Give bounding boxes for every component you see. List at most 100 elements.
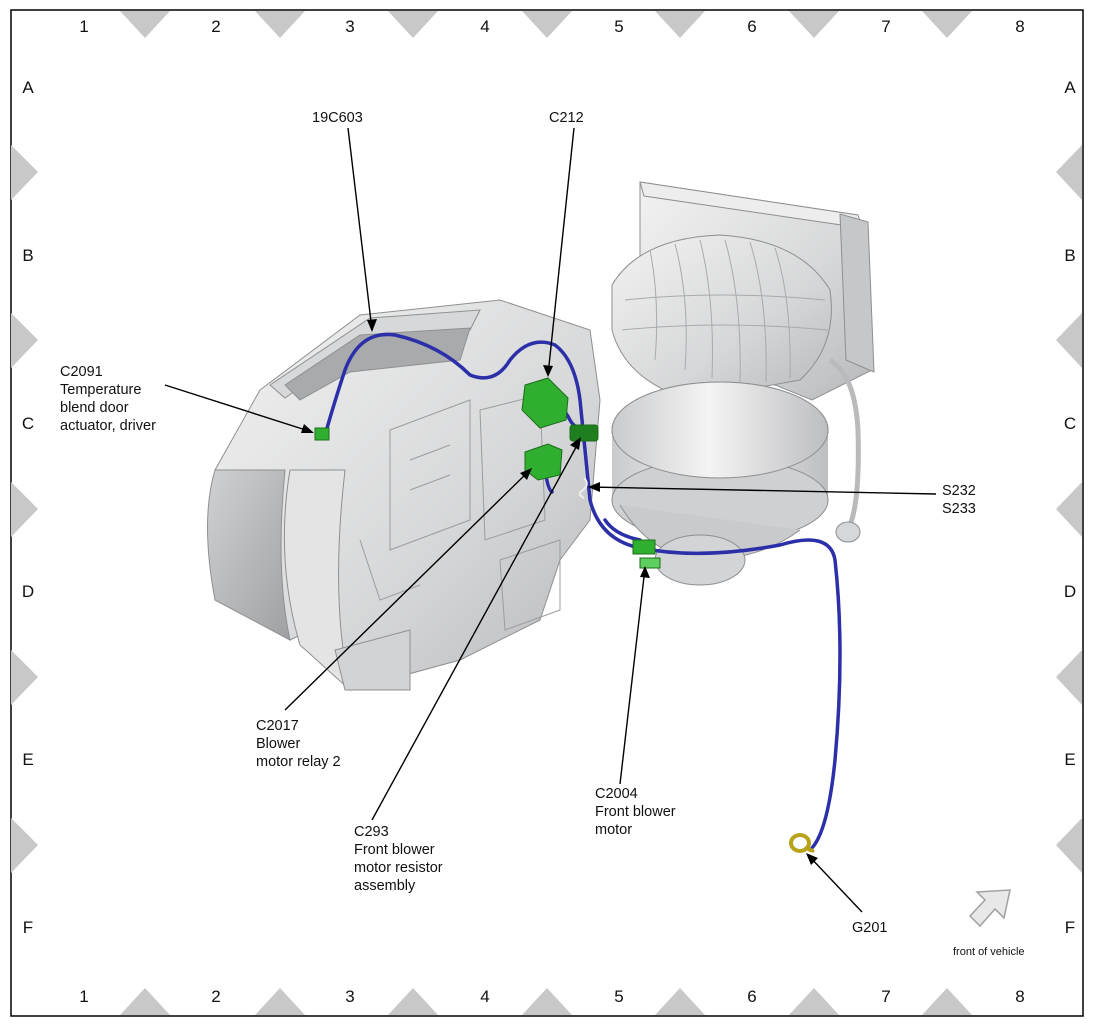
grid-columns-bottom: 1 2 3 4 5 6 7 8: [79, 987, 1024, 1006]
leader-arrowhead: [543, 365, 553, 377]
leader-arrowhead: [588, 482, 600, 492]
grid-row-label: B: [22, 246, 33, 265]
frame-mark-top: [388, 11, 438, 38]
label-c293-desc: assembly: [354, 878, 416, 894]
label-c2004-desc: motor: [595, 822, 632, 838]
harness-branch: [603, 518, 642, 542]
leader-arrowhead: [640, 566, 650, 578]
frame-mark-top: [922, 11, 972, 38]
grid-column-label: 8: [1015, 987, 1024, 1006]
ground-g201: [789, 833, 815, 853]
grid-column-label: 1: [79, 17, 88, 36]
grid-column-label: 7: [881, 17, 890, 36]
connectors: [314, 377, 661, 569]
grid-column-label: 3: [345, 987, 354, 1006]
connector-c2091: [314, 427, 330, 441]
label-c293-desc: Front blower: [354, 842, 435, 858]
leader-c293: [371, 439, 581, 821]
frame-mark-right: [1056, 145, 1082, 200]
blower-motor: [654, 534, 746, 586]
harness-19c603: [323, 332, 642, 550]
frame-mark-right: [1056, 650, 1082, 705]
frame-mark-top: [255, 11, 305, 38]
grid-column-label: 6: [747, 17, 756, 36]
frame-mark-top: [655, 11, 705, 38]
leader-arrowhead: [520, 468, 532, 480]
leader-arrowhead: [367, 319, 377, 332]
leader-g201: [807, 854, 863, 913]
label-c293-id: C293: [354, 824, 389, 840]
front-arrow-icon: [968, 889, 1011, 928]
leader-c2004: [619, 567, 646, 785]
grid-rows-right: A B C D E F: [1064, 78, 1076, 937]
leader-arrowhead: [570, 437, 581, 450]
label-c2017-desc: motor relay 2: [256, 754, 341, 770]
frame-mark-left: [11, 145, 38, 200]
leader-19c603: [347, 127, 373, 331]
frame-mark-bottom: [388, 988, 438, 1015]
grid-column-label: 5: [614, 17, 623, 36]
splice-s232-s233: [578, 477, 588, 499]
label-c2091-id: C2091: [60, 364, 103, 380]
hvac-assembly-illustration: [207, 181, 875, 692]
frame-mark-right: [1056, 818, 1082, 873]
grid-row-label: C: [1064, 414, 1076, 433]
leader-arrowhead: [806, 853, 818, 865]
grid-row-label: F: [23, 918, 33, 937]
label-c2091-desc: blend door: [60, 400, 129, 416]
label-c212: C212: [549, 110, 584, 126]
label-c2091-desc: Temperature: [60, 382, 141, 398]
grid-row-label: A: [22, 78, 34, 97]
connector-c212: [521, 377, 569, 429]
label-c2091-desc: actuator, driver: [60, 418, 156, 434]
frame-mark-top: [120, 11, 170, 38]
frame-mark-top: [789, 11, 839, 38]
frame-mark-left: [11, 482, 38, 537]
leader-arrowhead: [301, 424, 314, 433]
frame-mark-bottom: [120, 988, 170, 1015]
connector-c2004: [632, 539, 656, 555]
callout-labels: 19C603 C212 C2091 Temperature blend door…: [60, 110, 976, 936]
frame-marks: [11, 11, 1082, 1015]
label-19c603: 19C603: [312, 110, 363, 126]
frame-mark-left: [11, 818, 38, 873]
frame-mark-left: [11, 650, 38, 705]
label-c2017-desc: Blower: [256, 736, 300, 752]
frame-mark-bottom: [655, 988, 705, 1015]
frame-mark-bottom: [922, 988, 972, 1015]
label-c2017-id: C2017: [256, 718, 299, 734]
frame-mark-right: [1056, 313, 1082, 368]
leader-c2017: [284, 469, 531, 711]
leader-s232: [589, 486, 937, 495]
harness-to-ground: [638, 538, 842, 850]
grid-column-label: 1: [79, 987, 88, 1006]
label-g201: G201: [852, 920, 887, 936]
left-duct: [207, 469, 291, 641]
label-c2004-id: C2004: [595, 786, 638, 802]
grid-column-label: 4: [480, 987, 489, 1006]
frame-mark-bottom: [255, 988, 305, 1015]
frame-mark-top: [522, 11, 572, 38]
connector-c293: [569, 424, 599, 442]
grid-columns-top: 1 2 3 4 5 6 7 8: [79, 17, 1024, 36]
grid-row-label: F: [1065, 918, 1075, 937]
grid-column-label: 2: [211, 987, 220, 1006]
leader-c212: [547, 127, 575, 376]
leader-lines: [164, 127, 937, 913]
grid-column-label: 5: [614, 987, 623, 1006]
grid-column-label: 3: [345, 17, 354, 36]
blower-scroll: [611, 234, 832, 401]
grid-column-label: 7: [881, 987, 890, 1006]
grid-rows-left: A B C D E F: [22, 78, 34, 937]
grid-row-label: D: [1064, 582, 1076, 601]
label-s232: S232: [942, 483, 976, 499]
frame-mark-right: [1056, 482, 1082, 537]
frame-mark-bottom: [789, 988, 839, 1015]
drain-tube: [828, 357, 861, 526]
grid-column-label: 6: [747, 987, 756, 1006]
grid-row-label: C: [22, 414, 34, 433]
grid-column-label: 8: [1015, 17, 1024, 36]
label-c2004-desc: Front blower: [595, 804, 676, 820]
grid-column-label: 2: [211, 17, 220, 36]
